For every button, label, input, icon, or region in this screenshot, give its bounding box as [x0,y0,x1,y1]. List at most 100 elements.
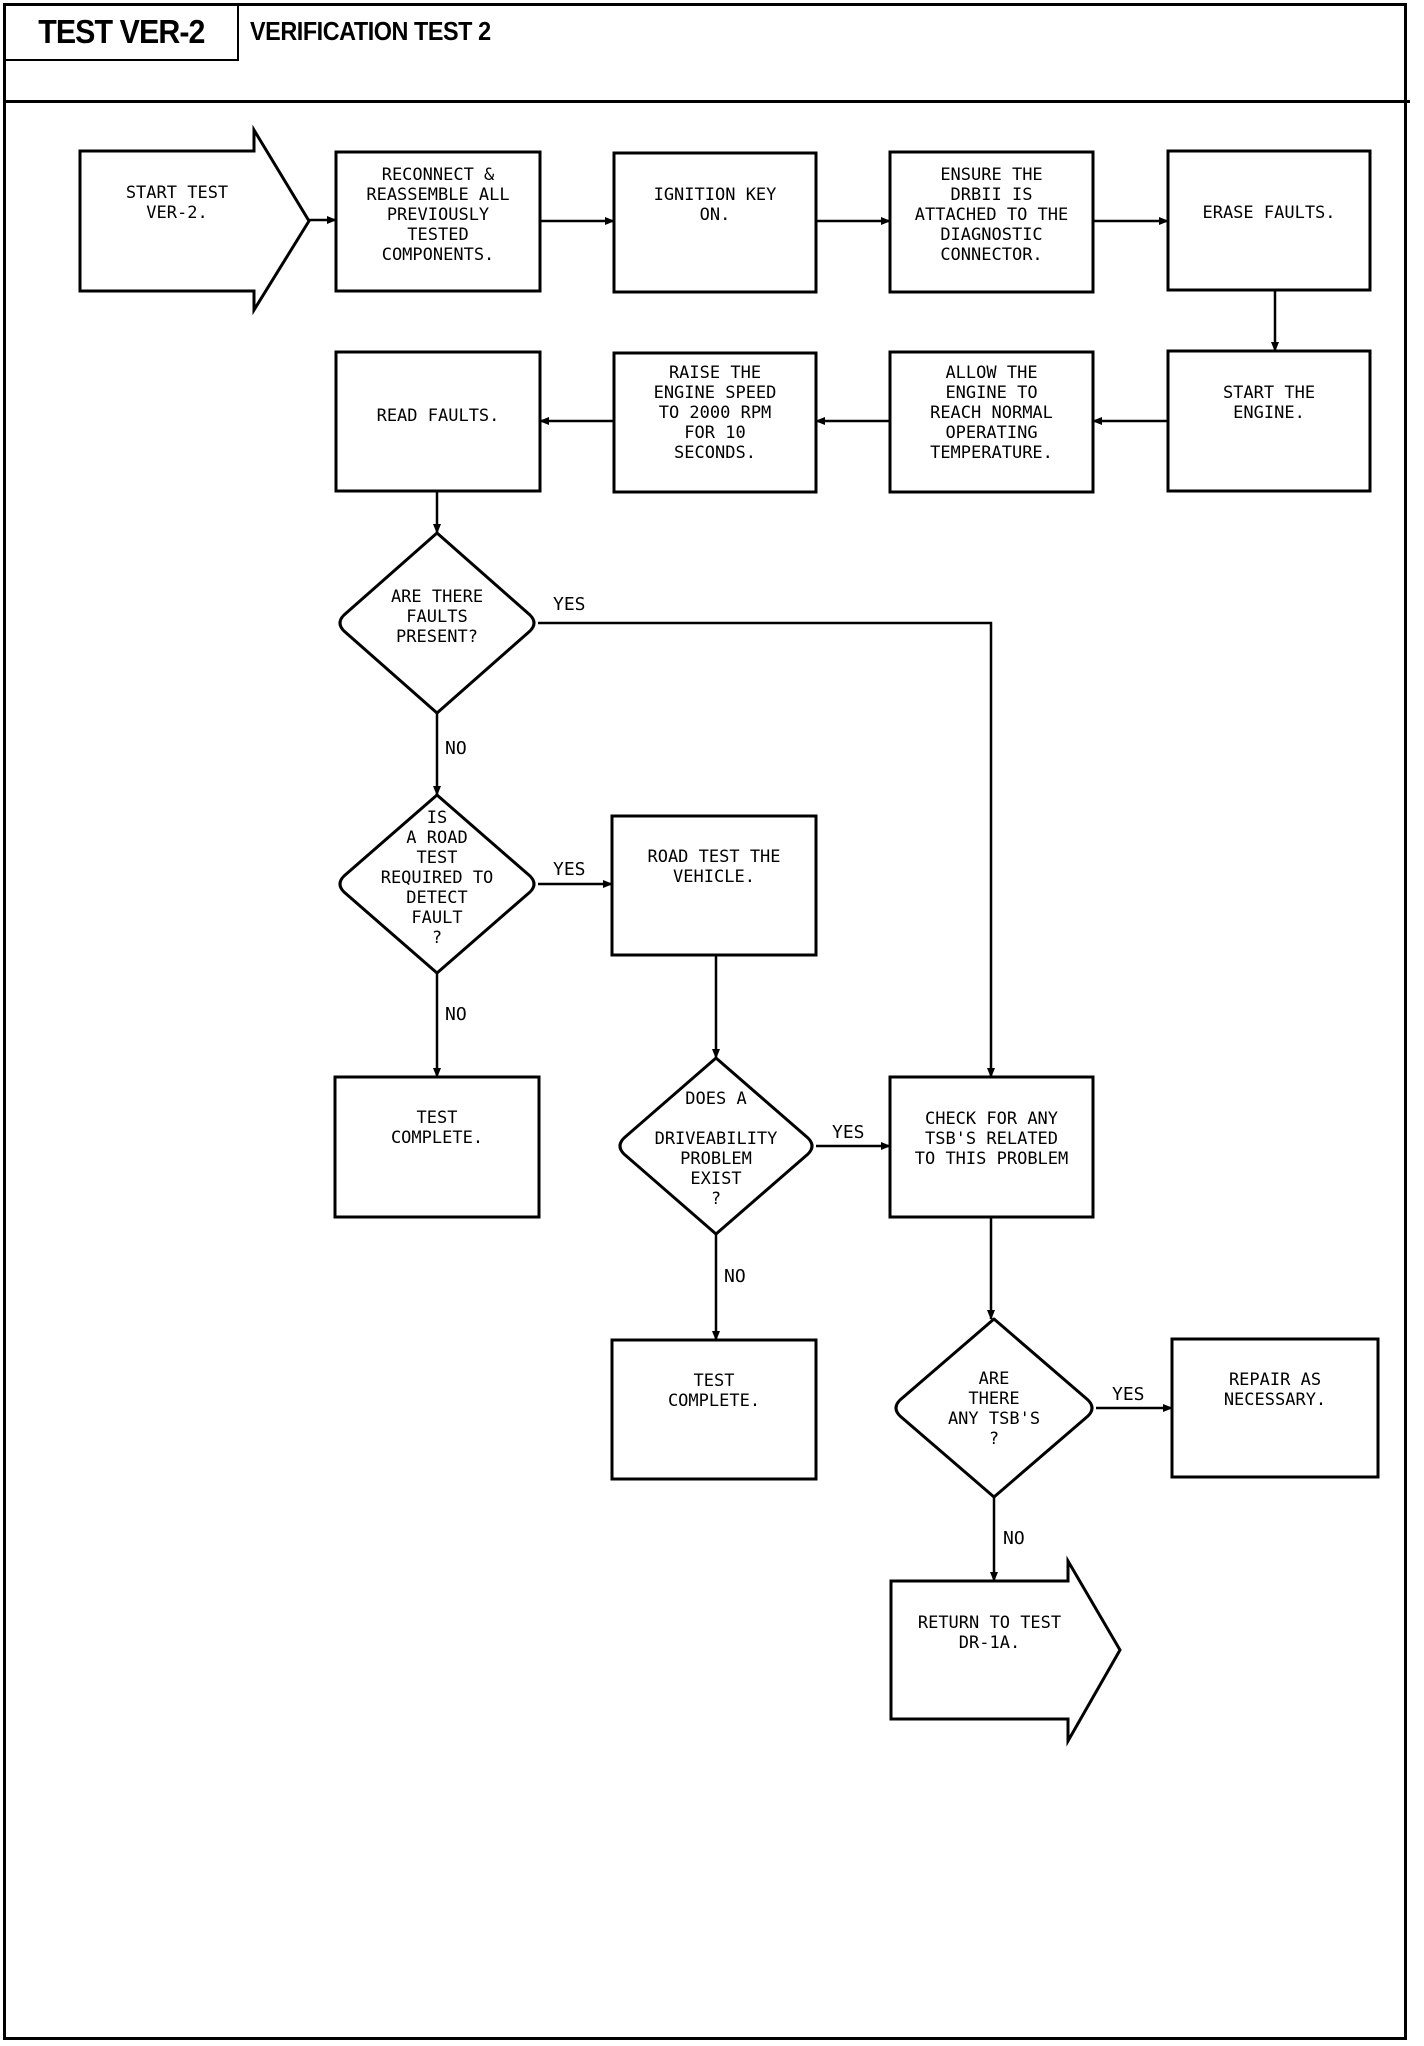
node-label-line: FAULT [411,908,462,928]
page-frame [3,3,1407,2040]
node-label-line: OPERATING [945,423,1037,443]
decision-diamond [338,793,536,975]
decision-diamond [618,1056,814,1236]
node-label-line: ? [711,1189,721,1209]
node-label-line: ? [432,928,442,948]
node-label-line: ATTACHED TO THE [915,205,1069,225]
page-title: VERIFICATION TEST 2 [250,16,491,46]
yes-label: YES [1112,1384,1145,1405]
node-label-line: TO 2000 RPM [659,403,772,423]
process-box [333,1075,541,1219]
node-read-faults: READ FAULTS. [334,350,542,493]
node-erase-faults: ERASE FAULTS. [1166,149,1372,292]
node-label-line: REPAIR AS [1229,1370,1321,1390]
node-label-line: ARE THERE [391,587,483,607]
process-box [888,150,1095,294]
node-label-line: NECESSARY. [1224,1390,1326,1410]
node-label-line: ROAD TEST THE [647,847,780,867]
decision-diamond [894,1317,1094,1499]
node-label-line: TO THIS PROBLEM [915,1149,1069,1169]
node-label-line: CONNECTOR. [940,245,1042,265]
process-box [610,814,818,957]
terminal-arrow-shape [889,1555,1122,1747]
node-label-line: ENGINE SPEED [654,383,777,403]
terminal-arrow-shape [78,124,311,316]
header-divider [3,100,1410,103]
node-label-line: ENSURE THE [940,165,1042,185]
node-label-line: TSB'S RELATED [925,1129,1058,1149]
edges-layer [309,216,1279,1582]
node-label-line: FAULTS [406,607,467,627]
process-box [612,151,818,294]
node-label-line: REQUIRED TO [381,868,494,888]
process-box [1166,349,1372,493]
node-label-line: START THE [1223,383,1315,403]
node-label-line: ERASE FAULTS. [1202,203,1335,223]
process-box [888,1075,1095,1219]
node-label-line: DR-1A. [959,1633,1020,1653]
no-label: NO [1003,1528,1025,1549]
yes-label: YES [832,1122,865,1143]
no-label: NO [445,738,467,759]
process-box [612,351,818,494]
node-label-line: DOES A [685,1089,746,1109]
edge-faults-present-to-check-tsb [538,621,995,1078]
node-label-line: TEST [417,1108,458,1128]
yes-label: YES [553,594,586,615]
node-label-line: PROBLEM [680,1149,752,1169]
node-label-line: REASSEMBLE ALL [366,185,509,205]
node-label-line: CHECK FOR ANY [925,1109,1058,1129]
node-label-line: ? [989,1429,999,1449]
node-label-line: ENGINE TO [945,383,1037,403]
node-label-line: ANY TSB'S [948,1409,1040,1429]
node-label-line: PREVIOUSLY [387,205,489,225]
node-label-line: TESTED [407,225,468,245]
node-label-line: RECONNECT & [382,165,495,185]
node-label-line: VEHICLE. [673,867,755,887]
node-label: READ FAULTS. [377,406,500,426]
no-label: NO [724,1266,746,1287]
node-label-line: DIAGNOSTIC [940,225,1042,245]
node-label-line: ENGINE. [1233,403,1305,423]
node-label-line: COMPLETE. [668,1391,760,1411]
node-label-line: DRIVEABILITY [655,1129,778,1149]
node-label-line: ALLOW THE [945,363,1037,383]
no-label: NO [445,1004,467,1025]
node-label: ERASE FAULTS. [1202,203,1335,223]
process-box [610,1338,818,1481]
edge-labels-layer: YES NO YES NO YES NO YES NO [445,594,1145,1549]
node-label-line: THERE [968,1389,1019,1409]
process-box [1170,1337,1380,1479]
process-box [888,350,1095,494]
node-label-line: A ROAD [406,828,467,848]
yes-label: YES [553,859,586,880]
node-label-line: COMPONENTS. [382,245,495,265]
node-label-line: REACH NORMAL [930,403,1053,423]
node-label-line: START TEST [126,183,228,203]
